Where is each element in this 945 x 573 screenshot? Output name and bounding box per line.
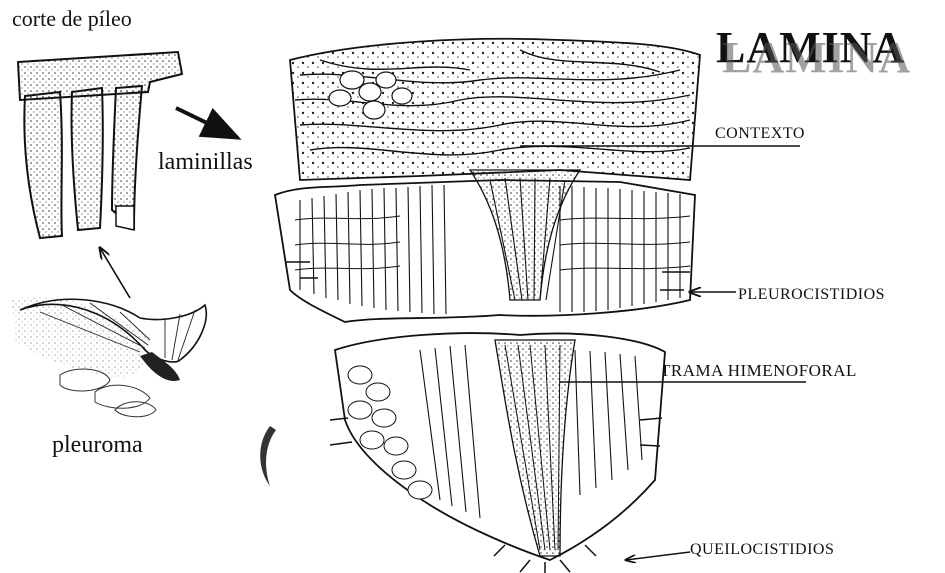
lower-lamina-region [330,333,665,573]
contexto-region [290,39,700,180]
arrow-pleuroma-to-pileus [100,248,130,298]
upper-hymenium-region [275,170,695,322]
pileus-section-icon [18,52,182,238]
pleuroma-icon [12,296,206,417]
arrow-laminillas [176,108,238,138]
leader-queilocistidios [626,552,690,560]
crescent-icon [260,426,276,486]
